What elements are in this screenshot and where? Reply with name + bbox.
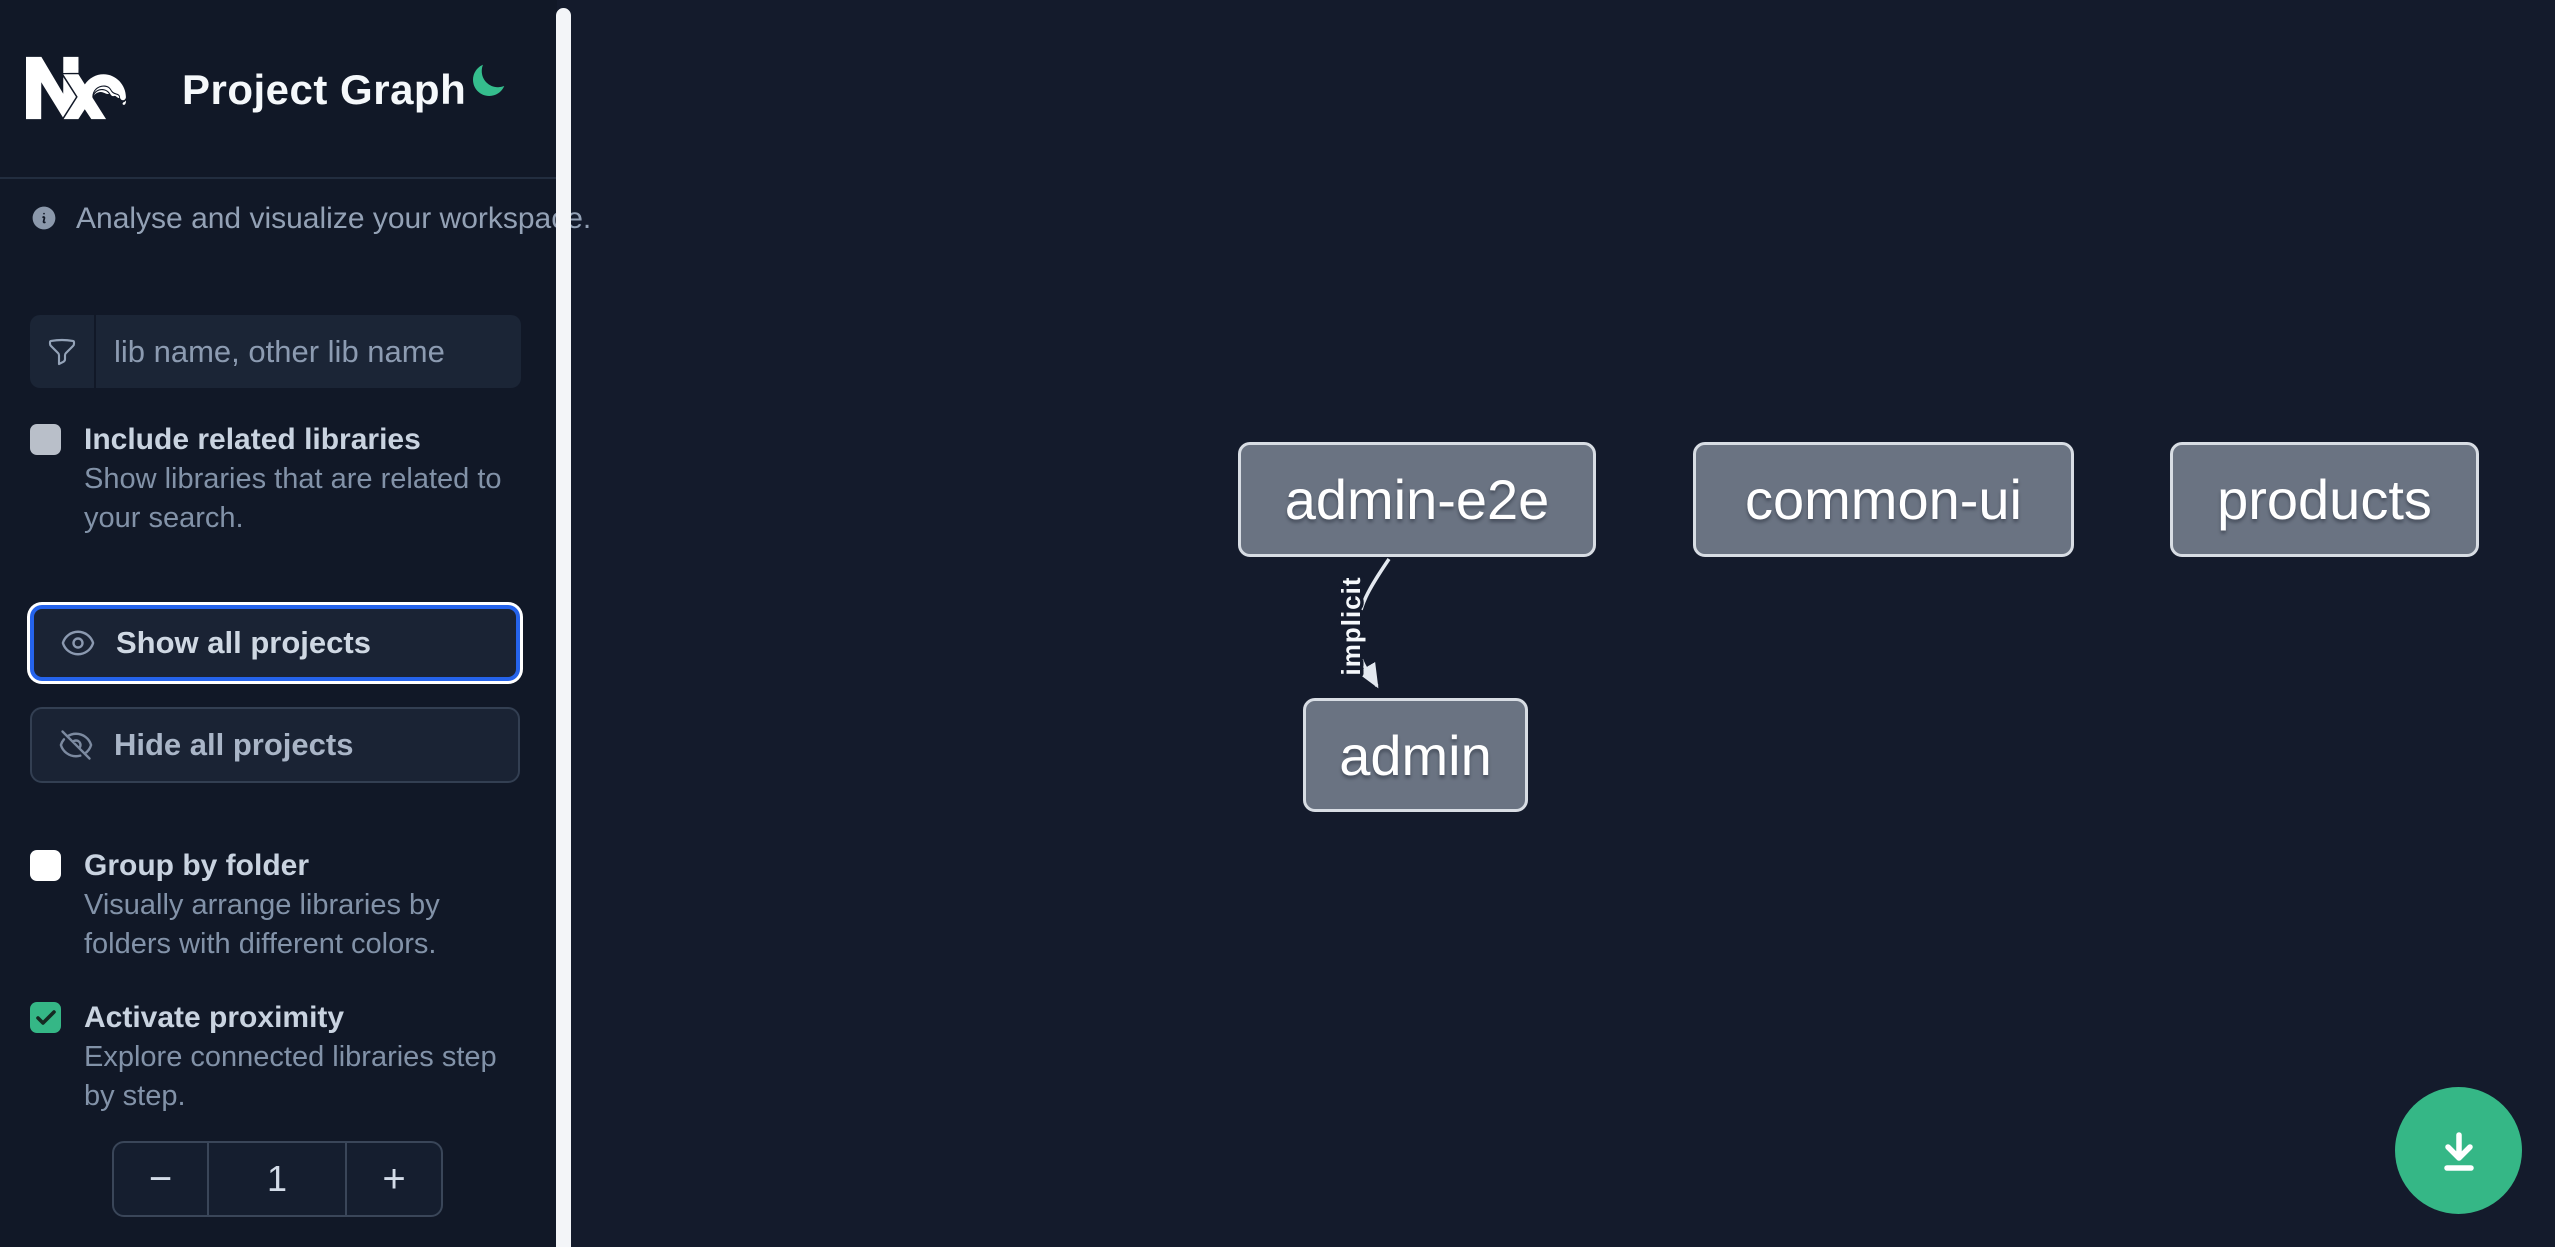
include-related-label: Include related libraries <box>84 423 421 456</box>
hide-all-projects-button[interactable]: Hide all projects <box>30 707 520 783</box>
description-line: Visually arrange libraries by <box>84 889 440 921</box>
description-line: by step. <box>84 1080 186 1112</box>
include-related-description: Show libraries that are related to your … <box>84 460 535 538</box>
increment-button[interactable]: + <box>347 1143 441 1215</box>
filter-icon-cell <box>30 315 96 388</box>
tagline-text: Analyse and visualize your workspace. <box>76 202 592 235</box>
proximity-depth-value: 1 <box>207 1143 347 1215</box>
nx-logo-icon <box>26 56 126 120</box>
graph-edges: implicit implicit <box>1333 558 1391 689</box>
graph-node-admin-e2e[interactable]: admin-e2e <box>1238 442 1596 557</box>
group-by-folder-section: Group by folder Visually arrange librari… <box>30 846 535 964</box>
include-related-checkbox[interactable] <box>30 424 61 455</box>
download-icon <box>2443 1131 2474 1171</box>
page-title: Project Graph <box>182 66 467 113</box>
graph-node-common-ui[interactable]: common-ui <box>1693 442 2074 557</box>
group-by-folder-description: Visually arrange libraries by folders wi… <box>84 886 535 964</box>
description-line: Show libraries that are related to <box>84 463 502 495</box>
activate-proximity-description: Explore connected libraries step by step… <box>84 1038 535 1116</box>
download-graph-button[interactable] <box>2395 1087 2522 1214</box>
activate-proximity-section: Activate proximity Explore connected lib… <box>30 998 535 1116</box>
moon-icon <box>473 64 505 96</box>
group-by-folder-label: Group by folder <box>84 849 309 882</box>
activate-proximity-label: Activate proximity <box>84 1001 345 1034</box>
search-input[interactable] <box>96 315 531 388</box>
project-graph-canvas[interactable]: implicit implicit admin-e2e common-ui pr… <box>571 0 2555 1247</box>
graph-node-admin[interactable]: admin <box>1303 698 1528 812</box>
show-all-projects-label: Show all projects <box>116 625 371 660</box>
description-line: folders with different colors. <box>84 928 437 960</box>
description-line: your search. <box>84 502 244 534</box>
node-label: common-ui <box>1745 468 2022 531</box>
node-label: products <box>2217 468 2432 531</box>
description-line: Explore connected libraries step <box>84 1041 497 1073</box>
eye-icon <box>61 630 95 656</box>
header-divider <box>0 177 557 179</box>
node-label: admin-e2e <box>1284 468 1550 531</box>
info-icon <box>32 206 56 230</box>
decrement-button[interactable]: − <box>114 1143 207 1215</box>
show-all-projects-button[interactable]: Show all projects <box>30 605 520 681</box>
sidebar-header: Project Graph <box>0 0 557 177</box>
theme-toggle-button[interactable] <box>462 56 514 108</box>
node-label: admin <box>1339 723 1492 787</box>
proximity-depth-stepper: − 1 + <box>112 1141 443 1217</box>
funnel-icon <box>48 338 76 365</box>
group-by-folder-checkbox[interactable] <box>30 850 61 881</box>
eye-slash-icon <box>59 730 93 760</box>
include-related-section: Include related libraries Show libraries… <box>30 420 535 538</box>
check-icon <box>35 1009 56 1025</box>
hide-all-projects-label: Hide all projects <box>114 727 354 762</box>
graph-node-products[interactable]: products <box>2170 442 2479 557</box>
edge-admin-e2e-to-admin[interactable] <box>1355 558 1391 689</box>
activate-proximity-checkbox[interactable] <box>30 1002 61 1033</box>
sidebar: Project Graph Analyse and visualize your… <box>0 0 592 1247</box>
search-box <box>30 315 531 388</box>
tagline-row: Analyse and visualize your workspace. <box>30 201 592 237</box>
sidebar-scrollbar[interactable] <box>556 8 571 1247</box>
